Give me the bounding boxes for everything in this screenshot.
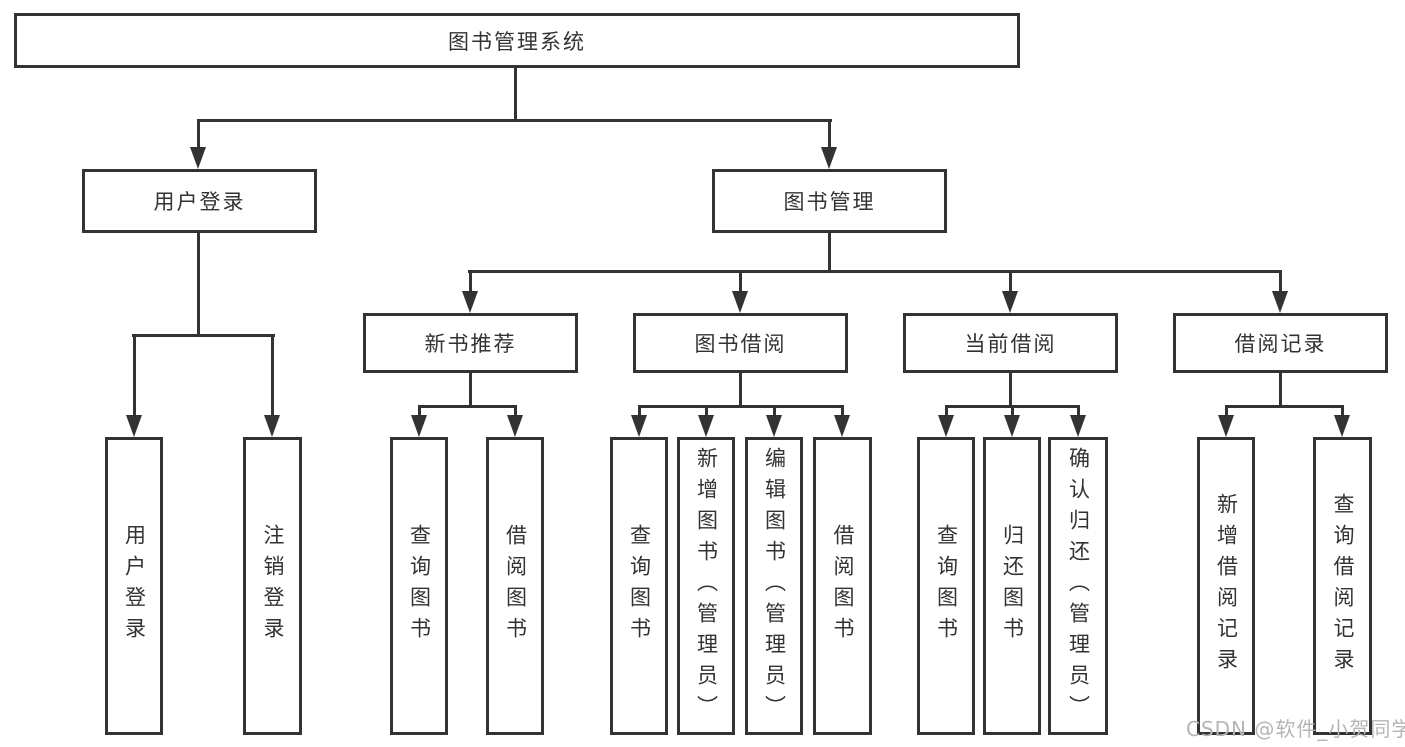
leaf-label: 查询图书 — [627, 524, 652, 648]
connector-line — [705, 405, 708, 417]
connector-line — [828, 233, 831, 272]
node-book-management: 图书管理 — [712, 169, 947, 233]
leaf-confirm-return-admin: 确认归还（管理员） — [1048, 437, 1108, 735]
leaf-label: 查询图书 — [934, 524, 959, 648]
node-label: 图书管理 — [783, 190, 876, 214]
connector-line — [133, 334, 136, 417]
connector-line — [468, 270, 1282, 273]
leaf-borrow-books-1: 借阅图书 — [486, 437, 544, 735]
node-borrowing-records: 借阅记录 — [1173, 313, 1388, 373]
arrow-down-icon — [698, 415, 714, 437]
connector-line — [1225, 405, 1228, 417]
arrow-down-icon — [1218, 415, 1234, 437]
arrow-down-icon — [264, 415, 280, 437]
leaf-query-books-3: 查询图书 — [917, 437, 975, 735]
connector-line — [132, 334, 275, 337]
arrow-down-icon — [507, 415, 523, 437]
leaf-label: 借阅图书 — [831, 524, 855, 648]
connector-line — [469, 373, 472, 408]
connector-line — [514, 405, 517, 417]
leaf-borrow-books-2: 借阅图书 — [813, 437, 872, 735]
leaf-label: 编辑图书（管理员） — [762, 446, 787, 726]
connector-line — [197, 119, 200, 152]
node-label: 新书推荐 — [424, 332, 517, 356]
connector-line — [739, 373, 742, 408]
connector-line — [739, 270, 742, 293]
connector-line — [1009, 373, 1012, 408]
arrow-down-icon — [766, 415, 782, 437]
arrow-down-icon — [126, 415, 142, 437]
arrow-down-icon — [1002, 291, 1018, 313]
arrow-down-icon — [1272, 291, 1288, 313]
leaf-query-books-1: 查询图书 — [390, 437, 448, 735]
node-new-book-recommendation: 新书推荐 — [363, 313, 578, 373]
leaf-label: 确认归还（管理员） — [1066, 446, 1091, 726]
leaf-edit-books-admin: 编辑图书（管理员） — [745, 437, 803, 735]
connector-line — [638, 405, 844, 408]
connector-line — [1225, 405, 1344, 408]
leaf-query-books-2: 查询图书 — [610, 437, 668, 735]
connector-line — [1279, 373, 1282, 408]
node-user-login: 用户登录 — [82, 169, 317, 233]
node-label: 用户登录 — [153, 190, 246, 214]
arrow-down-icon — [1070, 415, 1086, 437]
leaf-label: 归还图书 — [1000, 524, 1025, 648]
connector-line — [514, 68, 517, 120]
leaf-return-books: 归还图书 — [983, 437, 1041, 735]
arrow-down-icon — [834, 415, 850, 437]
connector-line — [945, 405, 948, 417]
node-book-borrowing: 图书借阅 — [633, 313, 848, 373]
leaf-user-login: 用户登录 — [105, 437, 163, 735]
connector-line — [1279, 270, 1282, 293]
node-label: 借阅记录 — [1234, 332, 1327, 356]
leaf-query-borrow-record: 查询借阅记录 — [1313, 437, 1372, 735]
connector-line — [1009, 270, 1012, 293]
connector-line — [1011, 405, 1014, 417]
leaf-label: 注销登录 — [261, 524, 285, 648]
connector-line — [418, 405, 517, 408]
connector-line — [271, 334, 274, 417]
connector-line — [469, 270, 472, 293]
connector-line — [1077, 405, 1080, 417]
connector-line — [197, 119, 832, 122]
arrow-down-icon — [631, 415, 647, 437]
connector-line — [418, 405, 421, 417]
node-label: 图书借阅 — [694, 332, 787, 356]
connector-line — [638, 405, 641, 417]
connector-line — [197, 233, 200, 336]
leaf-label: 新增图书（管理员） — [694, 446, 719, 726]
node-current-borrowing: 当前借阅 — [903, 313, 1118, 373]
arrow-down-icon — [190, 147, 206, 169]
leaf-label: 新增借阅记录 — [1214, 493, 1239, 679]
leaf-label: 查询图书 — [407, 524, 432, 648]
connector-line — [828, 119, 831, 152]
node-library-management-system: 图书管理系统 — [14, 13, 1020, 68]
leaf-add-borrow-record: 新增借阅记录 — [1197, 437, 1255, 735]
leaf-label: 借阅图书 — [503, 524, 528, 648]
node-label: 当前借阅 — [964, 332, 1057, 356]
leaf-label: 查询借阅记录 — [1331, 493, 1355, 679]
arrow-down-icon — [821, 147, 837, 169]
arrow-down-icon — [1334, 415, 1350, 437]
arrow-down-icon — [462, 291, 478, 313]
leaf-logout: 注销登录 — [243, 437, 302, 735]
connector-line — [841, 405, 844, 417]
connector-line — [1341, 405, 1344, 417]
leaf-add-books-admin: 新增图书（管理员） — [677, 437, 735, 735]
node-label: 图书管理系统 — [448, 29, 586, 54]
connector-line — [773, 405, 776, 417]
leaf-label: 用户登录 — [122, 524, 147, 648]
arrow-down-icon — [1004, 415, 1020, 437]
arrow-down-icon — [732, 291, 748, 313]
arrow-down-icon — [938, 415, 954, 437]
arrow-down-icon — [411, 415, 427, 437]
watermark: CSDN @软件_小贺同学 — [1186, 717, 1405, 741]
